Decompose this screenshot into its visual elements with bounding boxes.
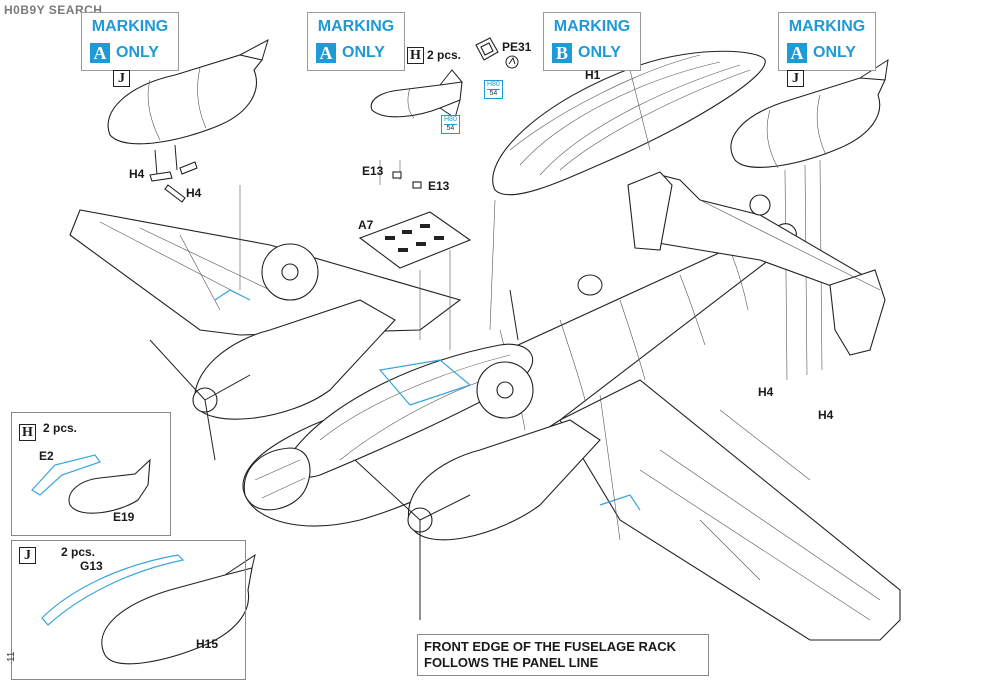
part-count-label: 2 pcs. (61, 545, 96, 559)
marking-suffix: ONLY (342, 44, 385, 61)
part-label-h4: H4 (818, 408, 834, 422)
canopy-h1 (492, 50, 766, 196)
marking-box: MARKING B ONLY (543, 12, 641, 71)
marking-title: MARKING (317, 18, 395, 35)
placement-guides (214, 289, 641, 511)
subassembly-letter-h: H (19, 424, 36, 441)
marking-letter-badge: A (316, 43, 336, 63)
part-label-h4: H4 (129, 167, 145, 181)
marking-letter-badge: A (787, 43, 807, 63)
watermark-logo: H0B9Y SEARCH (4, 3, 103, 17)
part-count-label: 2 pcs. (43, 421, 78, 435)
part-label-h15: H15 (196, 637, 219, 651)
marking-letter-badge: B (552, 43, 572, 63)
page-number: 11 (6, 651, 17, 662)
marking-box: MARKING A ONLY (81, 12, 179, 71)
marking-box: MARKING A ONLY (307, 12, 405, 71)
marking-suffix: ONLY (116, 44, 159, 61)
part-label-pe31: PE31 (502, 40, 532, 54)
subassembly-letter-j: J (19, 547, 36, 564)
part-label-e2: E2 (39, 449, 54, 463)
inset-panel-j (11, 540, 246, 680)
part-count-label: 2 pcs. (427, 48, 462, 62)
marking-title: MARKING (91, 18, 169, 35)
subassembly-letter-j: J (787, 70, 804, 87)
aircraft-body (69, 171, 901, 641)
marking-title: MARKING (788, 18, 866, 35)
rack-plate-a7 (358, 211, 472, 269)
marking-suffix: ONLY (578, 44, 621, 61)
marking-box: MARKING A ONLY (778, 12, 876, 71)
inset-panel-h (11, 412, 171, 536)
inset-h-parts (31, 454, 151, 514)
tag-top: H80 (487, 81, 500, 88)
assembly-note: FRONT EDGE OF THE FUSELAGE RACK FOLLOWS … (417, 634, 709, 676)
tag-bottom: 54 (487, 89, 500, 98)
part-label-h4: H4 (186, 186, 202, 200)
part-label-e13: E13 (428, 179, 450, 193)
tag-top: H80 (444, 116, 457, 123)
note-line-2: FOLLOWS THE PANEL LINE (424, 655, 599, 670)
part-number-tag: H80 54 (441, 115, 460, 134)
inset-j-parts (41, 553, 256, 665)
part-label-h1: H1 (585, 68, 601, 82)
h4-struts-left (149, 144, 198, 203)
bomb-h-top (370, 69, 463, 189)
tag-bottom: 54 (444, 124, 457, 133)
note-line-1: FRONT EDGE OF THE FUSELAGE RACK (424, 639, 677, 654)
subassembly-letter-j: J (113, 70, 130, 87)
part-number-tag: H80 54 (484, 80, 503, 99)
marking-letter-badge: A (90, 43, 110, 63)
drop-tank-left (107, 38, 269, 145)
part-label-e13: E13 (362, 164, 384, 178)
subassembly-letter-h: H (407, 47, 424, 64)
marking-title: MARKING (553, 18, 631, 35)
pe31-frame (475, 37, 519, 69)
leader-lines (239, 185, 811, 541)
marking-suffix: ONLY (813, 44, 856, 61)
part-label-h4: H4 (758, 385, 774, 399)
part-label-g13: G13 (80, 559, 103, 573)
part-label-a7: A7 (358, 218, 374, 232)
part-label-e19: E19 (113, 510, 135, 524)
